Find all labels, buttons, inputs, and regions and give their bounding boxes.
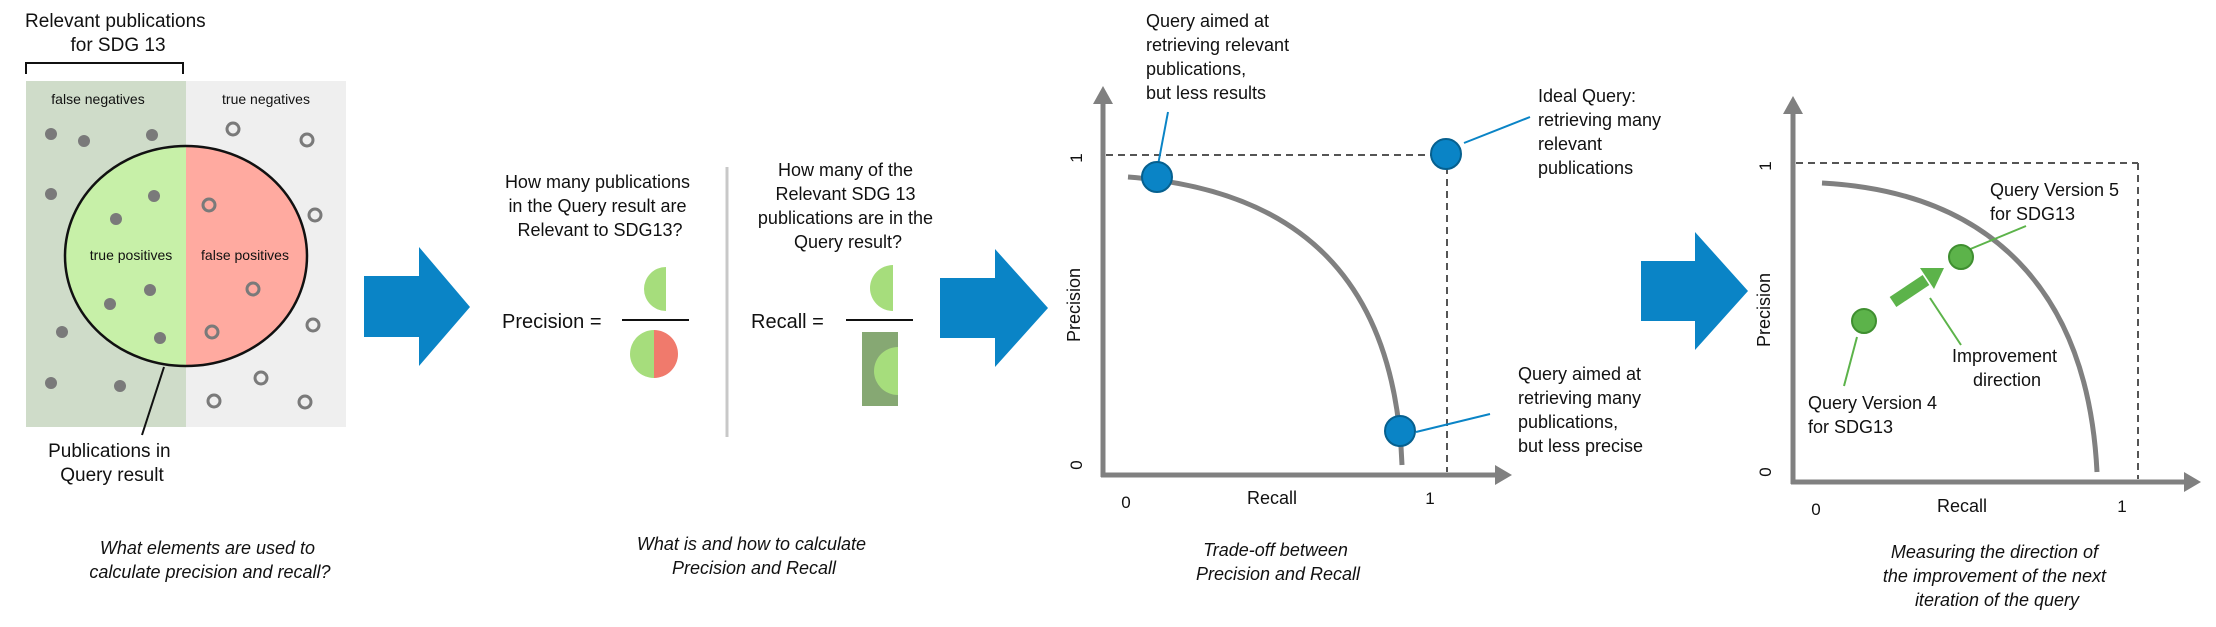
precision-denominator-tp — [630, 330, 654, 378]
precision-numerator — [644, 267, 666, 311]
tradeoff-axes — [1100, 102, 1497, 478]
improvement-x-arrowhead — [2184, 472, 2201, 492]
dot — [56, 326, 68, 338]
caption-tradeoff: Trade-off between Precision and Recall — [1196, 540, 1361, 584]
tradeoff-x-tick-0: 0 — [1121, 493, 1130, 512]
dot — [225, 121, 241, 137]
annotation-version-5: Query Version 5 for SDG13 — [1990, 180, 2124, 224]
caption-elements: What elements are used to calculate prec… — [89, 538, 330, 582]
query-result-leader — [141, 366, 165, 436]
relevant-bracket — [25, 62, 184, 74]
dot — [114, 380, 126, 392]
tradeoff-y-tick-0: 0 — [1067, 460, 1086, 469]
point-high-recall — [1384, 415, 1416, 447]
improvement-arrow-head — [1920, 268, 1944, 289]
panel-formulas: How many publications in the Query resul… — [502, 160, 938, 578]
dot — [45, 128, 57, 140]
annotation-version-4: Query Version 4 for SDG13 — [1808, 393, 1942, 437]
dot — [201, 197, 217, 213]
improvement-points — [1851, 244, 1974, 334]
improvement-curve — [1821, 180, 2100, 473]
dot — [148, 190, 160, 202]
improvement-y-tick-0: 0 — [1756, 467, 1775, 476]
improvement-leaders — [1843, 225, 2027, 387]
point-ideal — [1430, 138, 1462, 170]
panel-tradeoff: Precision Recall 1 0 0 1 Query aimed at … — [1064, 11, 1666, 584]
point-version-4 — [1851, 308, 1877, 334]
improvement-axes — [1790, 112, 2186, 485]
annotation-high-precision: Query aimed at retrieving relevant publi… — [1146, 11, 1294, 103]
tradeoff-y-arrowhead — [1093, 86, 1113, 104]
dot — [305, 317, 321, 333]
tradeoff-y-tick-1: 1 — [1067, 153, 1086, 162]
tradeoff-points — [1141, 138, 1462, 447]
true-negatives-label: true negatives — [222, 91, 310, 107]
dot — [307, 207, 323, 223]
flow-arrow-3 — [1641, 232, 1748, 350]
annotation-improvement-direction: Improvement direction — [1952, 346, 2062, 390]
dot — [299, 132, 315, 148]
improvement-ideal-box — [1796, 162, 2139, 479]
improvement-y-tick-1: 1 — [1756, 161, 1775, 170]
point-high-precision — [1141, 161, 1173, 193]
caption-improvement: Measuring the direction of the improveme… — [1883, 542, 2111, 610]
annotation-ideal: Ideal Query: retrieving many relevant pu… — [1538, 86, 1666, 178]
point-version-5 — [1948, 244, 1974, 270]
flow-arrow-1 — [364, 247, 470, 366]
precision-denominator-fp — [654, 330, 678, 378]
panel-improvement: Precision Recall 1 0 0 1 Query Version 5… — [1754, 96, 2201, 610]
dot — [104, 298, 116, 310]
dot — [297, 394, 313, 410]
false-positives-label: false positives — [201, 247, 289, 263]
true-positives-label: true positives — [90, 247, 172, 263]
dot — [78, 135, 90, 147]
query-result-label: Publications in Query result — [48, 441, 176, 486]
improvement-x-label: Recall — [1937, 496, 1987, 516]
relevant-label: Relevant publications for SDG 13 — [25, 11, 211, 56]
panel-elements: Relevant publications for SDG 13 false n… — [25, 11, 346, 582]
tradeoff-x-label: Recall — [1247, 488, 1297, 508]
improvement-y-arrowhead — [1783, 96, 1803, 114]
tradeoff-leaders — [1157, 111, 1531, 433]
dot — [206, 393, 222, 409]
tradeoff-x-tick-1: 1 — [1425, 489, 1434, 508]
precision-formula-label: Precision = — [502, 311, 602, 333]
recall-denominator-tp — [874, 347, 898, 395]
dot — [204, 324, 220, 340]
recall-question: How many of the Relevant SDG 13 publicat… — [758, 160, 938, 252]
dot — [146, 129, 158, 141]
tradeoff-ideal-box — [1106, 154, 1448, 472]
caption-formulas: What is and how to calculate Precision a… — [637, 534, 871, 578]
improvement-y-label: Precision — [1754, 273, 1774, 347]
dot — [45, 188, 57, 200]
tradeoff-curve — [1127, 174, 1405, 466]
relevant-dots — [45, 128, 166, 392]
query-result-ellipse — [63, 144, 309, 368]
dot — [45, 377, 57, 389]
recall-numerator — [870, 265, 893, 311]
improvement-x-tick-1: 1 — [2117, 497, 2126, 516]
dot — [110, 213, 122, 225]
dot — [253, 370, 269, 386]
improvement-x-tick-0: 0 — [1811, 500, 1820, 519]
dot — [154, 332, 166, 344]
dot — [144, 284, 156, 296]
dot — [245, 281, 261, 297]
recall-formula-label: Recall = — [751, 311, 824, 333]
precision-question: How many publications in the Query resul… — [505, 172, 695, 240]
tradeoff-y-label: Precision — [1064, 268, 1084, 342]
false-negatives-label: false negatives — [51, 91, 144, 107]
non-relevant-dots — [201, 121, 323, 410]
tradeoff-x-arrowhead — [1495, 465, 1512, 485]
flow-arrow-2 — [940, 249, 1048, 367]
improvement-arrow-shaft — [1889, 275, 1930, 307]
annotation-high-recall: Query aimed at retrieving many publicati… — [1518, 364, 1646, 456]
